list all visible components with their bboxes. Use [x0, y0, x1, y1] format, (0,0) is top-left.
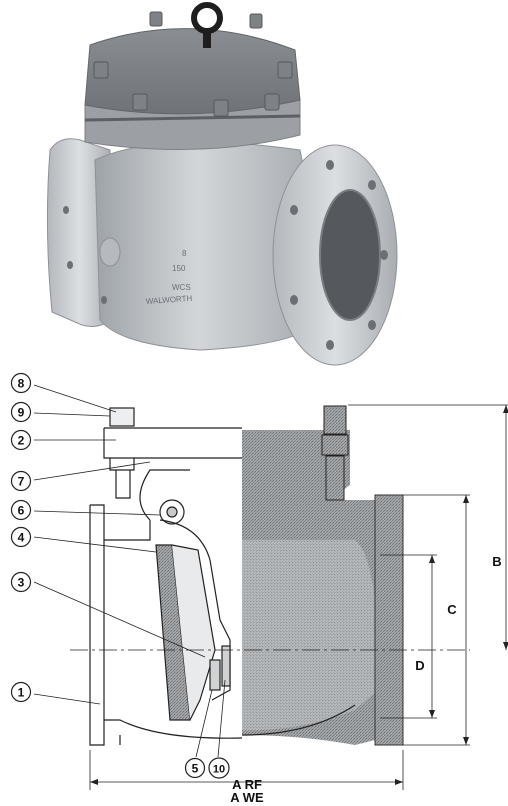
callout-3: 3 [10, 571, 32, 593]
cast-mark-size: 8 [182, 249, 187, 258]
dimension-d-label: D [415, 658, 424, 673]
dimension-c-label: C [447, 602, 457, 617]
callout-6: 6 [10, 499, 32, 521]
outlet-bore [319, 189, 381, 321]
callout-8-number: 8 [18, 377, 25, 391]
cover-bolts [93, 11, 293, 117]
callout-2: 2 [10, 429, 32, 451]
callout-3-number: 3 [18, 576, 25, 590]
callout-4-number: 4 [18, 531, 25, 545]
section-drawing: 8 9 2 7 6 4 3 1 [10, 372, 508, 805]
eye-bolt [191, 2, 223, 48]
body-bottom-curve [241, 704, 356, 736]
callout-2-number: 2 [18, 434, 25, 448]
callout-7: 7 [10, 470, 32, 492]
section-bore [242, 540, 379, 731]
callout-10: 10 [208, 757, 230, 779]
cast-mark-class: 150 [172, 264, 186, 273]
dimension-a-we-label: A WE [230, 790, 264, 805]
valve-photo: 8 150 WCS WALWORTH [46, 2, 398, 366]
cover-gasket-line [84, 114, 301, 122]
callout-1-number: 1 [18, 686, 25, 700]
callout-5-number: 5 [192, 762, 199, 776]
cast-mark-brand: WALWORTH [146, 294, 193, 306]
callout-7-number: 7 [18, 475, 25, 489]
callout-5: 5 [184, 757, 206, 779]
section-cover-bolts [321, 405, 349, 501]
dimension-a-rf-label: A RF [232, 777, 262, 792]
flange-bolt-holes [63, 160, 388, 350]
body-boss [99, 237, 121, 267]
callout-8: 8 [10, 372, 32, 394]
callout-10-number: 10 [213, 764, 225, 776]
section-outlet-flange [374, 494, 404, 746]
callout-1: 1 [10, 681, 32, 703]
valve-cover [84, 28, 301, 115]
cast-mark-material: WCS [172, 283, 191, 292]
callout-6-number: 6 [18, 504, 25, 518]
dimension-arrows [90, 405, 508, 785]
section-left-outline [89, 407, 243, 746]
callout-9-number: 9 [18, 406, 25, 420]
callout-4: 4 [10, 526, 32, 548]
dimension-lines [89, 404, 508, 790]
leader-lines [33, 384, 226, 758]
callout-9: 9 [10, 401, 32, 423]
disc-assembly [155, 499, 231, 721]
dimension-b-label: B [492, 554, 501, 569]
